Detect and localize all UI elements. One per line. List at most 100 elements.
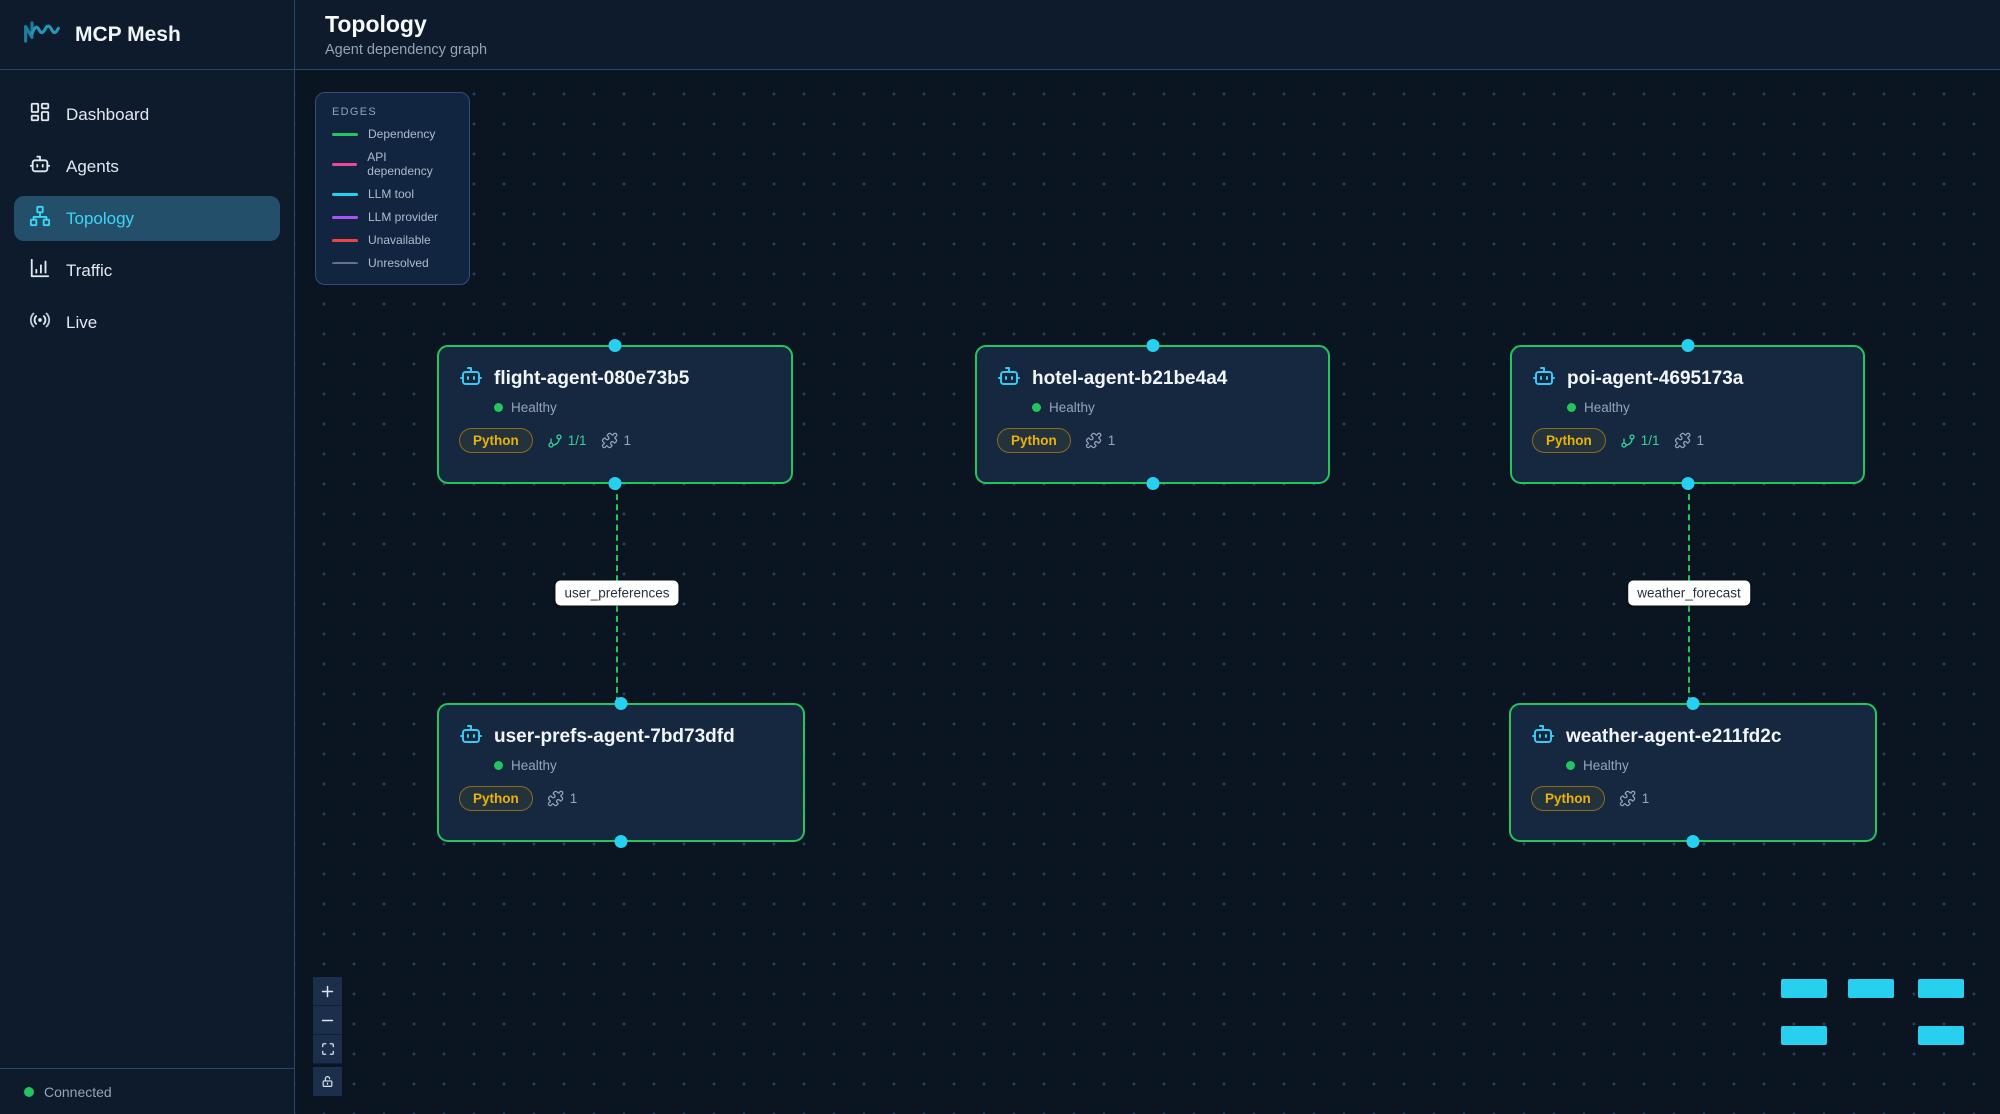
health-label: Healthy	[511, 400, 557, 415]
sidebar-item-label: Traffic	[66, 260, 113, 280]
robot-icon	[997, 364, 1021, 393]
traffic-icon	[29, 257, 51, 284]
puzzle-icon	[601, 432, 617, 449]
health-dot	[1566, 761, 1575, 770]
sidebar: MCP Mesh Dashboard Agents	[0, 0, 295, 1114]
puzzle-icon	[1085, 432, 1102, 449]
agent-node-flight[interactable]: flight-agent-080e73b5 Healthy Python 1/1	[437, 339, 793, 490]
node-handle-bottom[interactable]	[608, 477, 622, 490]
dependencies-badge: 1/1	[547, 433, 587, 449]
edge-label: weather_forecast	[1628, 580, 1750, 606]
llm-tool-line-swatch	[332, 192, 358, 196]
topology-canvas[interactable]: EDGES Dependency API dependency LLM tool…	[295, 70, 2000, 1114]
agent-name: weather-agent-e211fd2c	[1566, 725, 1782, 747]
puzzle-icon	[1619, 790, 1636, 807]
app-logo-row: MCP Mesh	[0, 0, 294, 70]
tools-badge: 1	[1674, 432, 1704, 449]
minimap-node	[1918, 979, 1964, 998]
sidebar-item-label: Live	[66, 312, 98, 332]
connection-status: Connected	[0, 1068, 294, 1114]
agent-node-poi[interactable]: poi-agent-4695173a Healthy Python 1/1	[1510, 339, 1865, 490]
node-handle-bottom[interactable]	[614, 835, 628, 848]
mesh-wave-logo-icon	[22, 17, 62, 52]
health-dot	[494, 403, 503, 412]
page-header: Topology Agent dependency graph	[295, 0, 2000, 70]
node-handle-top[interactable]	[608, 339, 622, 352]
sidebar-item-live[interactable]: Live	[14, 300, 280, 345]
sidebar-nav: Dashboard Agents Topology	[0, 70, 294, 367]
lock-icon	[322, 1076, 333, 1087]
legend-item-unresolved: Unresolved	[332, 256, 453, 270]
minimap-node	[1848, 979, 1894, 998]
sidebar-item-label: Agents	[66, 156, 119, 176]
canvas-controls	[313, 977, 342, 1096]
lock-interactivity-button[interactable]	[313, 1067, 342, 1096]
agent-node-hotel[interactable]: hotel-agent-b21be4a4 Healthy Python 1	[975, 339, 1330, 490]
agent-name: user-prefs-agent-7bd73dfd	[494, 725, 735, 747]
minimap-node	[1781, 979, 1827, 998]
health-label: Healthy	[1583, 758, 1629, 773]
app-title: MCP Mesh	[75, 22, 181, 46]
tools-badge: 1	[547, 790, 577, 807]
agent-name: hotel-agent-b21be4a4	[1032, 367, 1228, 389]
sidebar-item-dashboard[interactable]: Dashboard	[14, 92, 280, 137]
dashboard-icon	[29, 101, 51, 128]
runtime-badge: Python	[1531, 786, 1605, 811]
node-handle-top[interactable]	[614, 697, 628, 710]
sidebar-spacer	[0, 367, 294, 1068]
zoom-in-button[interactable]	[313, 977, 342, 1006]
node-handle-top[interactable]	[1146, 339, 1159, 352]
sidebar-item-topology[interactable]: Topology	[14, 196, 280, 241]
git-branch-icon	[548, 433, 562, 448]
runtime-badge: Python	[459, 786, 533, 811]
fit-view-icon	[321, 1043, 334, 1055]
plus-icon	[321, 985, 334, 997]
api-dependency-line-swatch	[332, 162, 358, 166]
robot-icon	[29, 153, 51, 180]
legend-item-api-dependency: API dependency	[332, 150, 453, 178]
page-subtitle: Agent dependency graph	[325, 42, 488, 58]
node-handle-bottom[interactable]	[1146, 477, 1159, 490]
agent-name: poi-agent-4695173a	[1567, 367, 1744, 389]
minimap-node	[1918, 1026, 1964, 1045]
health-dot	[1032, 403, 1041, 412]
git-branch-icon	[1621, 433, 1635, 448]
puzzle-icon	[547, 790, 564, 807]
sidebar-item-agents[interactable]: Agents	[14, 144, 280, 189]
topology-icon	[29, 205, 51, 232]
minus-icon	[321, 1019, 334, 1021]
legend-item-unavailable: Unavailable	[332, 233, 453, 247]
sidebar-item-label: Dashboard	[66, 104, 150, 124]
llm-provider-line-swatch	[332, 215, 358, 219]
health-dot	[494, 761, 503, 770]
puzzle-icon	[1674, 432, 1690, 449]
page-title: Topology	[325, 11, 427, 37]
runtime-badge: Python	[1532, 428, 1606, 453]
fit-view-button[interactable]	[313, 1035, 342, 1064]
agent-node-userprefs[interactable]: user-prefs-agent-7bd73dfd Healthy Python…	[437, 697, 805, 848]
node-handle-top[interactable]	[1681, 339, 1694, 352]
sidebar-item-traffic[interactable]: Traffic	[14, 248, 280, 293]
dependency-line-swatch	[332, 132, 358, 136]
node-handle-bottom[interactable]	[1681, 477, 1694, 490]
node-handle-top[interactable]	[1686, 697, 1700, 710]
tools-badge: 1	[1085, 432, 1115, 449]
node-handle-bottom[interactable]	[1686, 835, 1700, 848]
robot-icon	[459, 364, 483, 393]
connected-label: Connected	[44, 1083, 112, 1100]
sidebar-item-label: Topology	[66, 208, 135, 228]
tools-badge: 1	[1619, 790, 1649, 807]
live-radio-icon	[29, 309, 51, 336]
health-dot	[1567, 403, 1576, 412]
connected-dot	[24, 1086, 34, 1097]
agent-node-weather[interactable]: weather-agent-e211fd2c Healthy Python 1	[1509, 697, 1877, 848]
unavailable-line-swatch	[332, 238, 358, 242]
robot-icon	[1532, 364, 1556, 393]
minimap[interactable]	[1773, 970, 1973, 1054]
dependencies-badge: 1/1	[1620, 433, 1660, 449]
health-label: Healthy	[511, 758, 557, 773]
main-area: Topology Agent dependency graph EDGES De…	[295, 0, 2000, 1114]
runtime-badge: Python	[459, 428, 533, 453]
health-label: Healthy	[1584, 400, 1630, 415]
zoom-out-button[interactable]	[313, 1006, 342, 1035]
